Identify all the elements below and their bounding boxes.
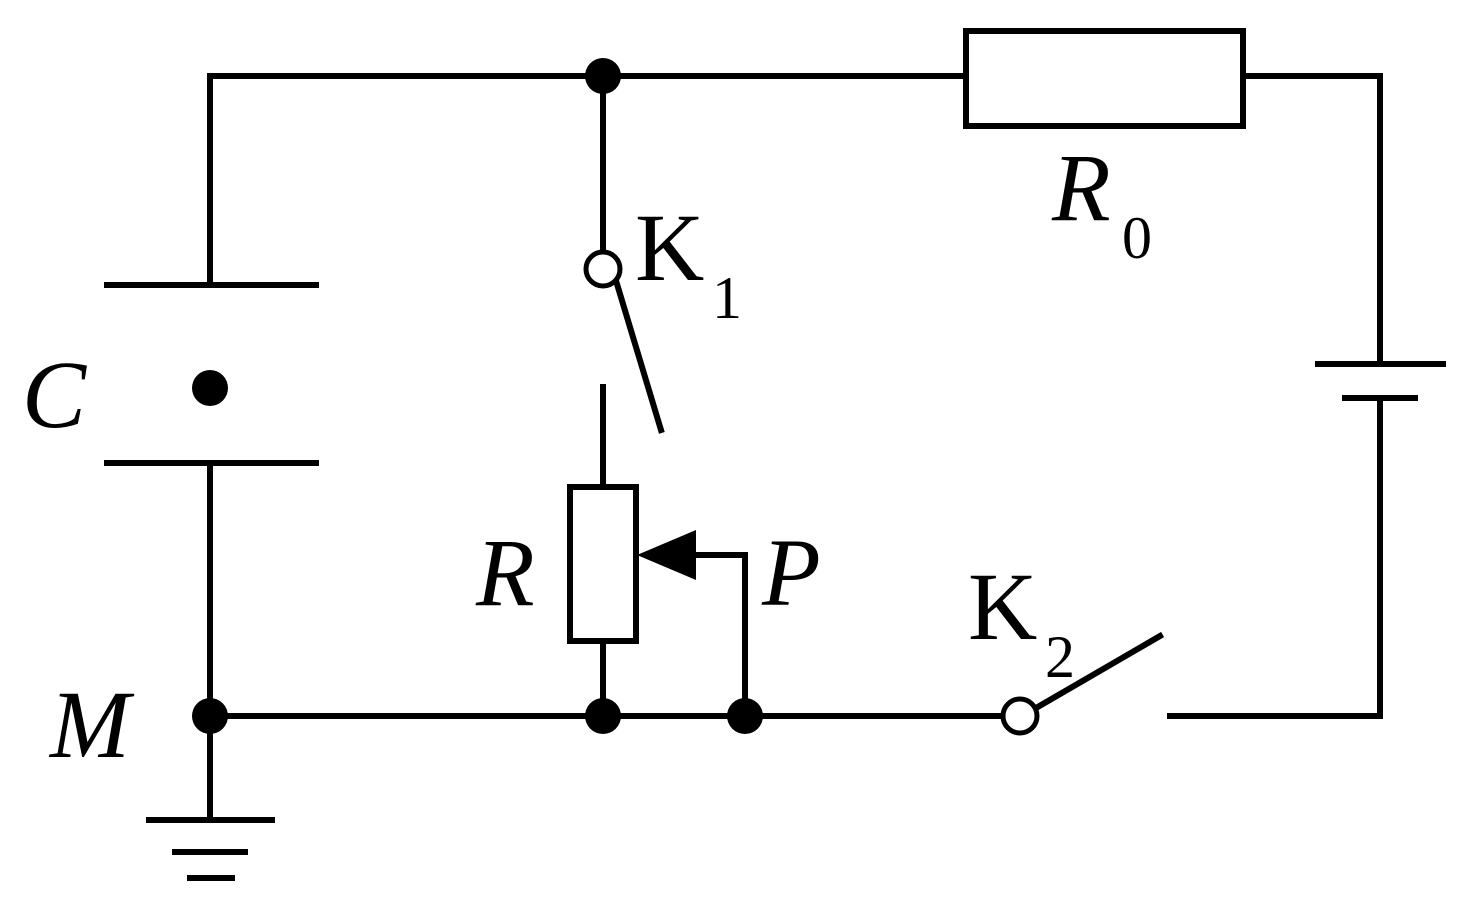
rheostat-body [567, 484, 639, 644]
slider-label: P [761, 519, 821, 626]
junctions [192, 58, 763, 734]
ground-symbol [146, 817, 275, 881]
labels: C M R P R 0 K 1 K 2 [22, 134, 1152, 778]
switch-k1 [583, 249, 665, 434]
switch1-terminal [583, 249, 623, 289]
switch1-label: K [635, 194, 704, 301]
fixed-resistor-label: R [1051, 134, 1111, 241]
fixed-resistor-label-sub: 0 [1122, 205, 1152, 271]
fixed-resistor [963, 28, 1246, 129]
switch2-label-sub: 2 [1045, 624, 1075, 690]
slider-bottom-node [727, 698, 763, 734]
capacitor [104, 282, 319, 466]
rheostat-bottom-node [585, 698, 621, 734]
battery [1315, 361, 1446, 401]
node-m [192, 698, 228, 734]
wires [207, 73, 1383, 823]
capacitor-label: C [22, 341, 87, 448]
top-junction-node [585, 58, 621, 94]
switch2-terminal [1000, 696, 1040, 736]
switch1-label-sub: 1 [712, 265, 742, 331]
rheostat [567, 484, 748, 719]
capacitor-center-dot [192, 370, 228, 406]
top-wire-right [1240, 73, 1383, 367]
switch1-blade [613, 280, 665, 434]
switch2-blade [1031, 631, 1165, 713]
right-wire-lower [1167, 395, 1383, 719]
top-wire-left [207, 73, 969, 288]
node-m-label: M [48, 671, 135, 778]
rheostat-label: R [475, 519, 535, 626]
slider-arrowhead [637, 530, 696, 580]
slider-wire [687, 552, 748, 719]
switch2-label: K [968, 553, 1037, 660]
switch-k2 [1000, 631, 1165, 736]
